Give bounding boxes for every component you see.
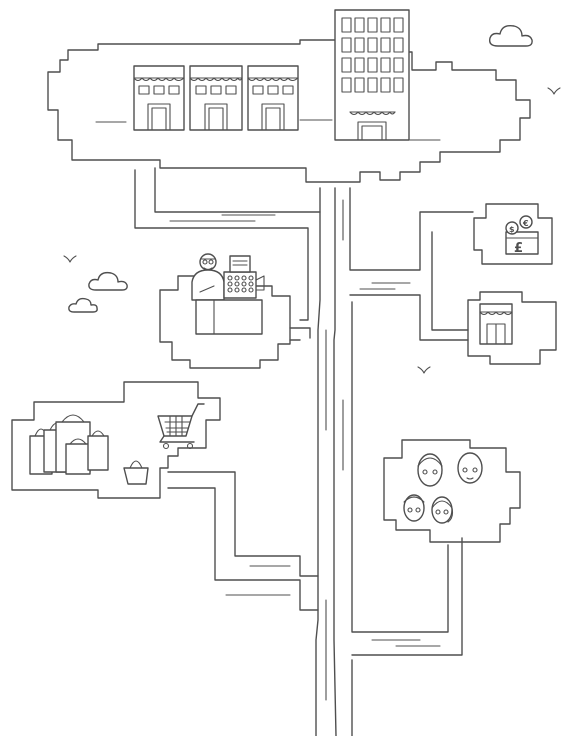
pound-symbol: £ — [514, 241, 523, 256]
shopping-bags-icon — [30, 415, 108, 474]
storefront-icon — [480, 304, 512, 344]
cloud-icon — [490, 26, 532, 46]
cloud-icon — [69, 299, 97, 312]
face-man-bottom — [404, 495, 424, 521]
shop-3 — [248, 66, 298, 130]
bird-icon — [418, 367, 430, 373]
shopping-cart-icon — [158, 404, 204, 449]
tree-trunk — [316, 188, 352, 736]
coin-wallet-icon: £ $ € — [506, 216, 538, 256]
bird-icon — [64, 256, 76, 262]
face-woman-top — [418, 454, 442, 486]
bird-icon — [548, 88, 560, 94]
shopping-bag-icon — [124, 461, 148, 484]
face-man-top — [458, 453, 482, 483]
shop-1 — [134, 66, 184, 130]
tree-branches — [135, 168, 473, 655]
face-woman-bottom — [432, 497, 453, 523]
people-faces-icon — [404, 453, 482, 523]
dollar-symbol: $ — [509, 225, 515, 234]
euro-symbol: € — [522, 219, 529, 228]
cloud-icon — [89, 273, 127, 290]
shop-2 — [190, 66, 242, 130]
shop-row-icon — [134, 66, 298, 130]
people-cloud — [384, 440, 520, 542]
cash-register-icon — [224, 256, 264, 298]
office-tower-icon — [335, 10, 409, 140]
